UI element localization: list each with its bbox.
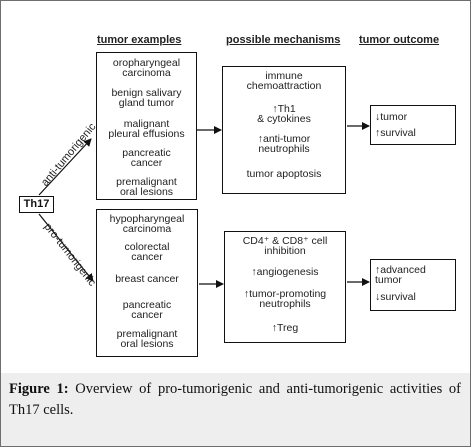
pro-mechanisms-box: CD4⁺ & CD8⁺ cell inhibition ↑angiogenesi… xyxy=(224,231,346,343)
pro-example-item: pancreatic cancer xyxy=(122,299,172,321)
pro-mechanism-item: ↑angiogenesis xyxy=(251,266,319,278)
anti-mechanism-item: ↑Th1 & cytokines xyxy=(257,103,311,125)
anti-examples-box: oropharyngeal carcinoma benign salivary … xyxy=(96,52,197,200)
anti-example-item: benign salivary gland tumor xyxy=(111,87,182,109)
pro-outcome-item: ↓survival xyxy=(375,291,416,303)
pro-example-item: premalignant oral lesions xyxy=(116,328,178,350)
pro-examples-box: hypopharyngeal carcinoma colorectal canc… xyxy=(96,209,198,357)
pro-example-item: hypopharyngeal carcinoma xyxy=(109,213,185,235)
figure-caption: Figure 1: Overview of pro-tumorigenic an… xyxy=(9,379,461,421)
header-possible-mechanisms: possible mechanisms xyxy=(226,34,341,46)
anti-outcome-item: ↓tumor xyxy=(375,111,408,123)
pro-mechanism-item: ↑tumor-promoting neutrophils xyxy=(243,288,327,310)
diagram-area: tumor examples possible mechanisms tumor… xyxy=(1,1,470,373)
pro-outcome-item: ↑advanced tumor xyxy=(375,264,426,286)
caption-text: Overview of pro-tumorigenic and anti-tum… xyxy=(9,381,461,418)
anti-outcome-item: ↑survival xyxy=(375,127,416,139)
pro-outcome-box: ↑advanced tumor ↓survival xyxy=(370,259,456,311)
th17-node: Th17 xyxy=(19,196,54,213)
anti-outcome-box: ↓tumor ↑survival xyxy=(370,105,456,145)
header-tumor-examples: tumor examples xyxy=(97,34,182,46)
arrows-layer xyxy=(38,122,370,288)
anti-example-item: oropharyngeal carcinoma xyxy=(112,57,181,79)
pro-example-item: colorectal cancer xyxy=(124,241,170,263)
anti-example-item: pancreatic cancer xyxy=(122,147,171,169)
arrow-th17-pro xyxy=(38,213,94,282)
anti-mechanism-item: immune chemoattraction xyxy=(246,70,322,92)
pro-mechanism-item: CD4⁺ & CD8⁺ cell inhibition xyxy=(242,235,328,257)
arrow-th17-anti xyxy=(38,138,92,196)
caption-label: Figure 1: xyxy=(9,381,69,397)
pro-mechanism-item: ↑Treg xyxy=(271,322,299,334)
pro-example-item: breast cancer xyxy=(115,273,179,285)
header-tumor-outcome: tumor outcome xyxy=(359,34,440,46)
anti-mechanism-item: ↑anti-tumor neutrophils xyxy=(257,133,311,155)
anti-mechanism-item: tumor apoptosis xyxy=(246,168,322,180)
anti-example-item: premalignant oral lesions xyxy=(116,176,177,198)
anti-example-item: malignant pleural effusions xyxy=(108,118,185,140)
anti-mechanisms-box: immune chemoattraction ↑Th1 & cytokines … xyxy=(222,66,346,194)
